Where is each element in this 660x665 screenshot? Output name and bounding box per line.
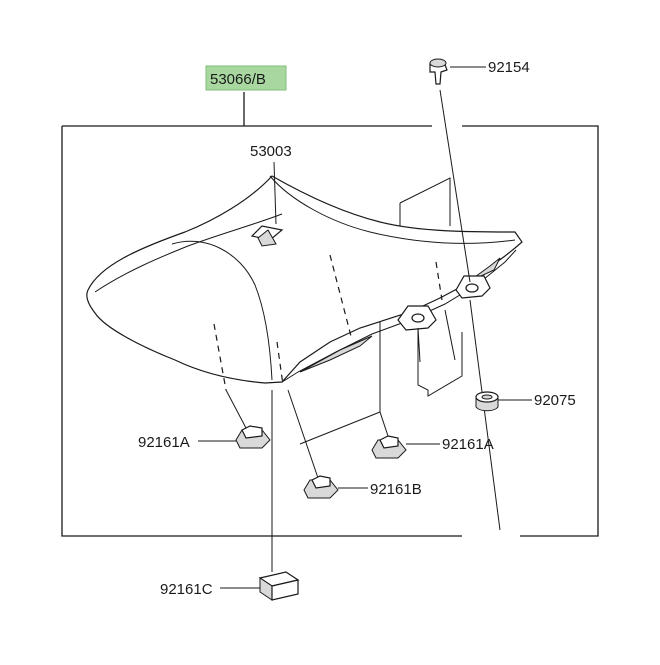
assembly-label-highlight <box>205 65 287 91</box>
damper-92161b[interactable]: 92161B <box>303 475 422 499</box>
seat-pad-callout[interactable]: 53003 <box>250 143 292 225</box>
label-92161c: 92161C <box>160 581 213 598</box>
label-92161a-right: 92161A <box>442 436 494 453</box>
seat-pad[interactable] <box>86 175 523 384</box>
label-92154: 92154 <box>488 59 530 76</box>
damper-92161c[interactable]: 92161C <box>160 571 300 601</box>
damper-92161a-left[interactable]: 92161A <box>138 425 271 451</box>
damper-92161a-right[interactable]: 92161A <box>371 435 494 459</box>
assembly-frame <box>61 92 599 537</box>
assembly-label-group[interactable]: 53066/B <box>205 65 287 91</box>
bolt-92154[interactable]: 92154 <box>429 58 530 85</box>
center-lines <box>213 254 443 391</box>
assembly-label[interactable]: 53066/B <box>210 71 266 88</box>
label-92161a-left: 92161A <box>138 434 190 451</box>
part-leader-lines <box>225 89 501 572</box>
label-53003: 53003 <box>250 143 292 160</box>
label-92161b: 92161B <box>370 481 422 498</box>
grommet-92075[interactable]: 92075 <box>475 391 576 412</box>
label-92075: 92075 <box>534 392 576 409</box>
